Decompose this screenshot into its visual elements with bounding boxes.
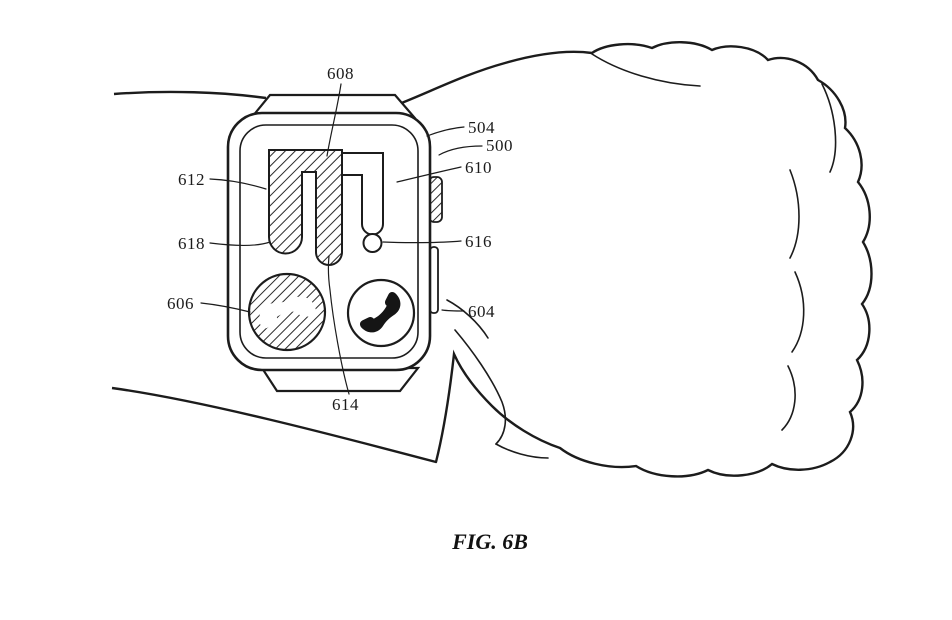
accept-call-button: [346, 278, 416, 348]
slider-knob-right: [362, 233, 383, 253]
phone-icon: [359, 291, 401, 333]
ref-label-604: 604: [468, 302, 495, 321]
ref-label-606: 606: [167, 294, 194, 313]
ref-label-504: 504: [468, 118, 495, 137]
forearm-bottom-line: [111, 386, 437, 464]
ref-label-610: 610: [465, 158, 492, 177]
leader-line-612: [209, 178, 267, 190]
hand-detail-lines: [446, 53, 837, 459]
figure-caption: FIG. 6B: [452, 529, 528, 554]
forearm-top-line: [113, 90, 267, 100]
slider-group-hatched: [268, 149, 343, 266]
leader-line-504: [426, 126, 465, 137]
leader-line-608: [326, 83, 342, 157]
ref-label-500: 500: [486, 136, 513, 155]
leader-line-500: [438, 145, 483, 156]
leader-line-610: [396, 166, 462, 183]
leader-line-618: [209, 241, 271, 247]
leader-line-604: [441, 309, 465, 312]
watch-band-bottom: [259, 366, 421, 393]
leader-line-606: [200, 302, 251, 313]
leader-line-614: [327, 255, 350, 395]
phone-hangup-icon: [259, 296, 317, 329]
leader-line-616: [382, 240, 462, 244]
ref-label-614: 614: [332, 395, 359, 414]
hand-outline: [397, 41, 873, 478]
ref-label-616: 616: [465, 232, 492, 251]
ref-label-612: 612: [178, 170, 205, 189]
leader-lines: [200, 83, 483, 395]
ref-label-618: 618: [178, 234, 205, 253]
ref-label-608: 608: [327, 64, 354, 83]
